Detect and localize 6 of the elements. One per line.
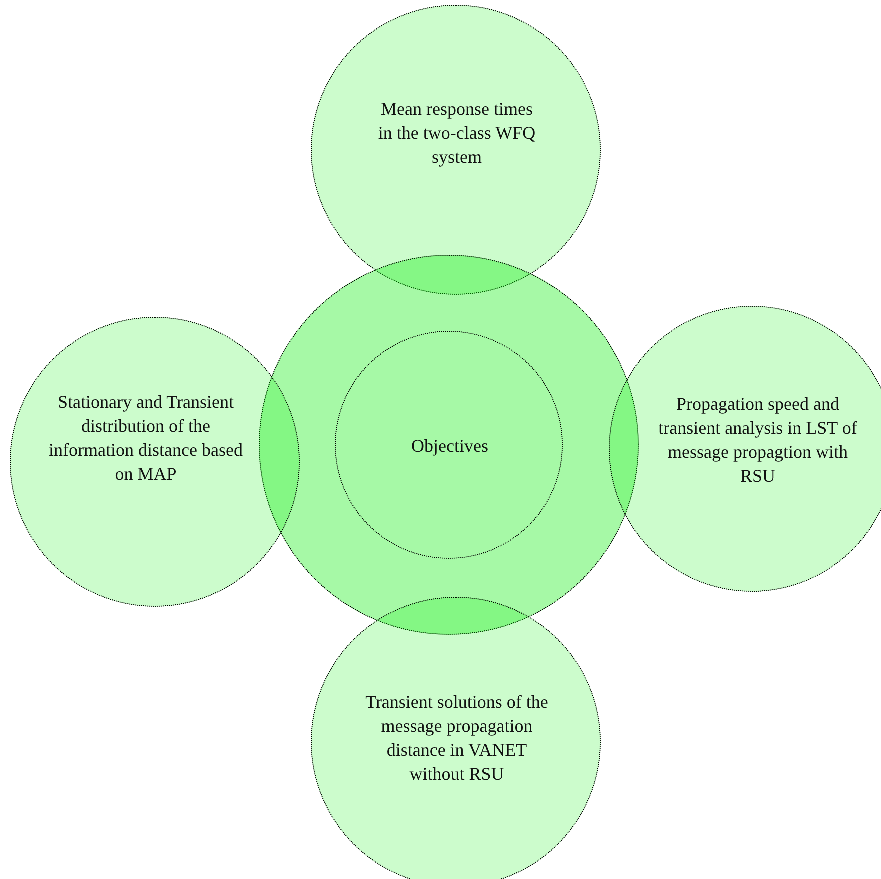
circle-label: Stationary and Transient distribution of the information distance based on MAP [48,391,244,486]
circle-label: Propagation speed and transient analysis in LST of message propagtion with RSU [658,393,858,488]
circle-label: Mean response times in the two-class WFQ system [377,98,537,169]
circle-label: Objectives [410,435,490,458]
circle [335,331,563,559]
circle-label: Transient solutions of the message propagation distance in VANET without RSU [364,691,550,786]
